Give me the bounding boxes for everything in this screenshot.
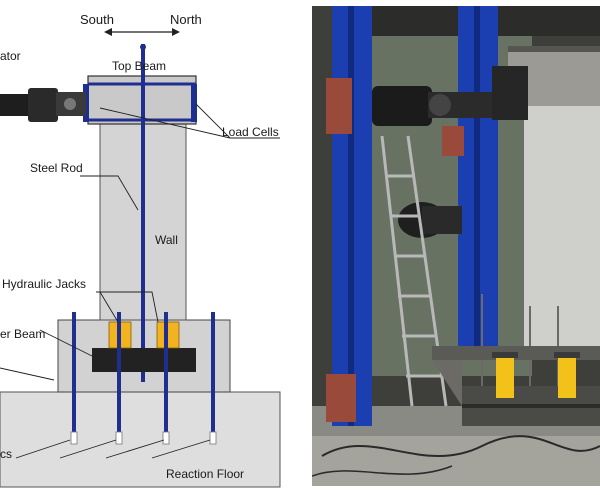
actuator-rod — [0, 94, 32, 116]
direction-arrow — [104, 28, 180, 36]
label-load-cells: Load Cells — [222, 125, 279, 139]
reaction-floor — [0, 391, 281, 488]
label-steel-rod: Steel Rod — [30, 161, 83, 175]
label-north: North — [170, 12, 202, 27]
photo-jack-left — [496, 358, 514, 398]
actuator-body — [28, 88, 58, 122]
label-hold-down-beam: er Beam — [0, 327, 45, 341]
label-top-beam: Top Beam — [112, 59, 166, 73]
hold-down-beam — [92, 348, 196, 372]
photo-svg — [311, 6, 600, 486]
photo-bricks-upper-left — [326, 78, 352, 134]
label-wall: Wall — [155, 233, 178, 247]
label-hydraulic-jacks: Hydraulic Jacks — [2, 277, 86, 291]
leader-lines — [0, 103, 280, 459]
test-setup-photo — [311, 6, 600, 486]
label-actuator: ator — [0, 49, 21, 63]
test-setup-diagram: South North ator Top Beam Load Cells Ste… — [0, 0, 300, 490]
photo-bricks-lower-left — [326, 374, 356, 422]
diagram-svg: South North ator Top Beam Load Cells Ste… — [0, 12, 281, 488]
anchor-rods — [70, 312, 217, 445]
load-cell-right — [191, 84, 197, 122]
steel-rod-top-nut — [140, 44, 146, 50]
photo-actuator — [372, 86, 432, 126]
label-reaction-floor: Reaction Floor — [166, 467, 244, 481]
label-south: South — [80, 12, 114, 27]
photo-jack-right — [558, 358, 576, 398]
actuator-pin — [64, 98, 76, 110]
label-anchors: cs — [0, 447, 12, 461]
